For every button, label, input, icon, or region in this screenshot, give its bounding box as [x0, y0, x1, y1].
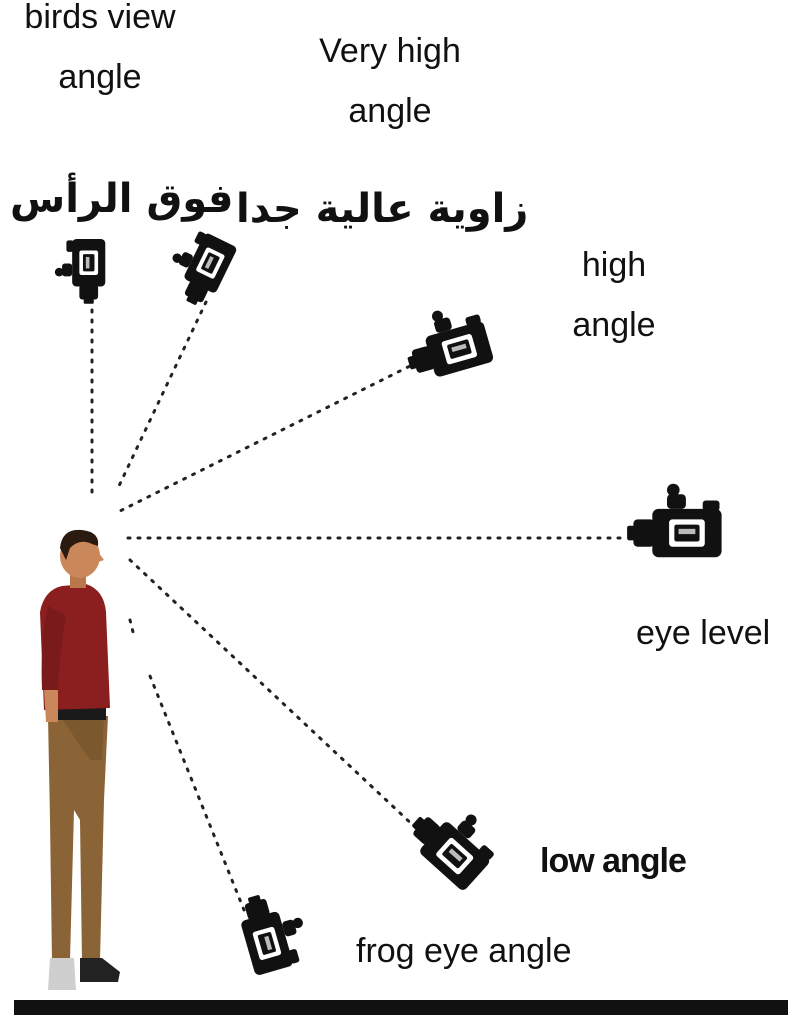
label-frog-eye: frog eye angle: [356, 932, 572, 970]
ground-line: [14, 1000, 788, 1015]
label-arabic-very-high: زاوية عالية جدا: [236, 186, 529, 232]
label-arabic-overhead: فوق الرأس: [10, 176, 234, 222]
label-low: low angle: [540, 842, 687, 880]
label-very-high: Very high angle: [319, 32, 461, 130]
sightline-high: [116, 360, 420, 514]
person-figure: [40, 529, 120, 990]
label-birds-view: birds view angle: [24, 0, 176, 96]
camera-icon-frog-eye: [234, 885, 314, 977]
sightline-very-high: [116, 300, 208, 490]
sight-lines: [90, 298, 622, 912]
camera-icon-birds-view: [54, 238, 106, 304]
sightline-frog-eye: [148, 674, 246, 912]
sightline-low: [128, 558, 418, 830]
camera-icon-eye-level: [627, 483, 722, 558]
camera-icon-low: [401, 788, 507, 893]
label-high: high angle: [572, 246, 656, 344]
camera-icon-very-high: [157, 223, 238, 311]
label-eye-level: eye level: [636, 614, 771, 652]
camera-icon-high: [397, 299, 495, 384]
